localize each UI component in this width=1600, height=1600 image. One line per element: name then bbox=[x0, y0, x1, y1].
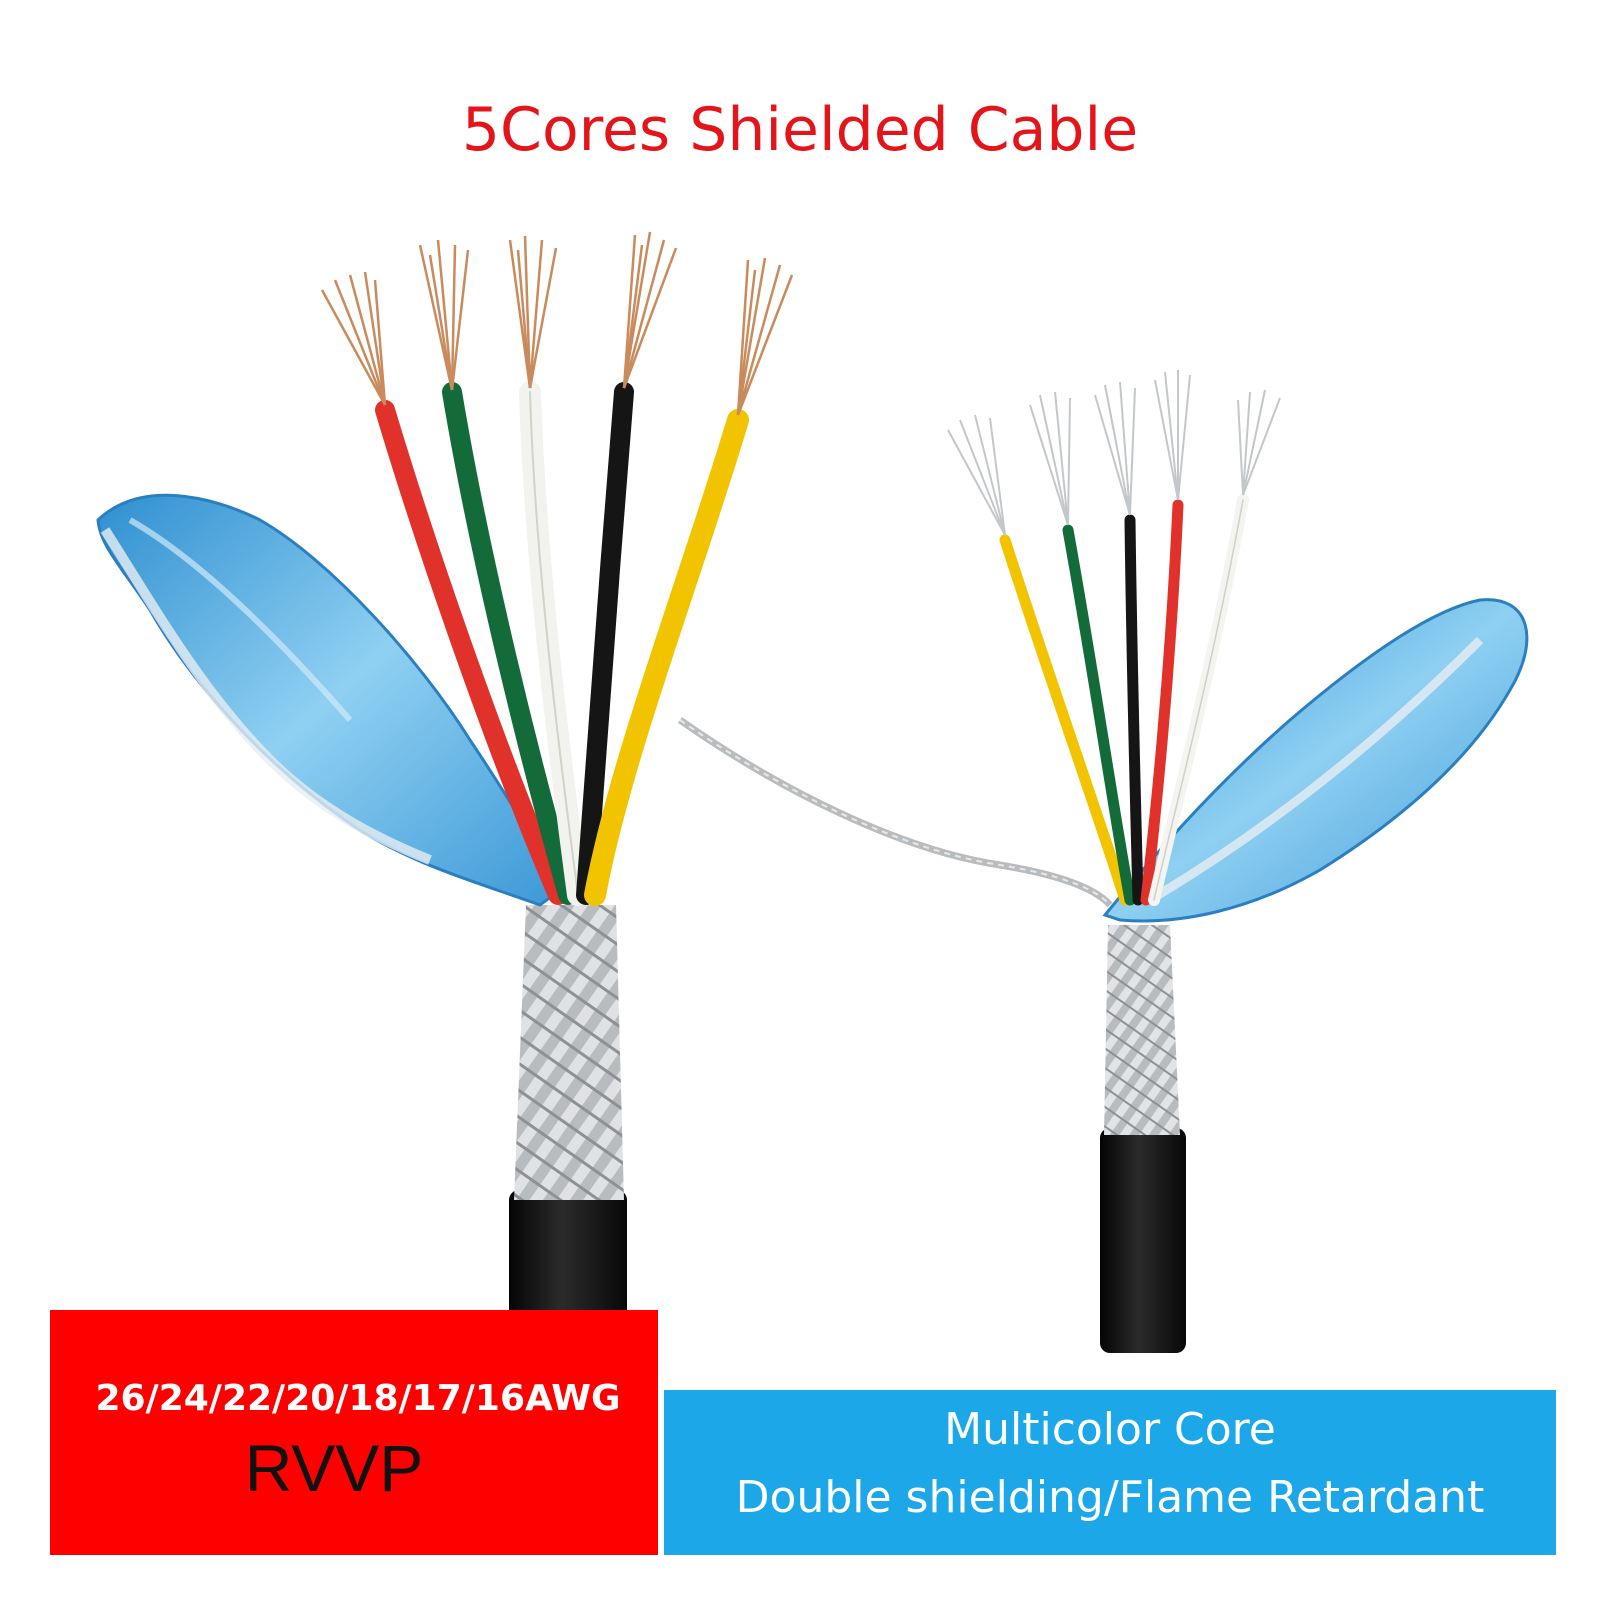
awg-sizes-label: 26/24/22/20/18/17/16AWG bbox=[95, 1378, 621, 1419]
left-cable-cores bbox=[375, 381, 749, 906]
right-cable-image bbox=[677, 370, 1529, 1353]
right-cable-foil bbox=[1102, 598, 1529, 923]
left-core-red bbox=[375, 400, 568, 905]
features-panel: Multicolor Core Double shielding/Flame R… bbox=[664, 1390, 1556, 1555]
left-cable-image bbox=[96, 231, 794, 1350]
right-core-yellow bbox=[999, 534, 1131, 906]
right-cable-braid bbox=[1104, 925, 1180, 1135]
right-tinned-strands bbox=[947, 370, 1281, 536]
left-copper-strands bbox=[320, 231, 794, 416]
product-title: 5Cores Shielded Cable bbox=[461, 95, 1139, 165]
right-drain-wire bbox=[677, 717, 1113, 908]
right-cable-cores bbox=[999, 494, 1249, 906]
feature-line-1: Multicolor Core bbox=[944, 1404, 1276, 1455]
right-core-green bbox=[1062, 524, 1136, 906]
right-core-black bbox=[1124, 514, 1144, 906]
feature-line-2: Double shielding/Flame Retardant bbox=[735, 1472, 1485, 1523]
left-core-yellow bbox=[584, 409, 749, 906]
gauge-model-panel: 26/24/22/20/18/17/16AWG RVVP bbox=[50, 1310, 658, 1555]
left-cable-braid bbox=[514, 905, 624, 1200]
right-core-red bbox=[1140, 499, 1184, 906]
right-cable-jacket bbox=[1100, 1128, 1186, 1353]
left-core-green bbox=[442, 382, 578, 905]
left-core-black bbox=[576, 382, 634, 905]
model-label: RVVP bbox=[244, 1431, 424, 1505]
